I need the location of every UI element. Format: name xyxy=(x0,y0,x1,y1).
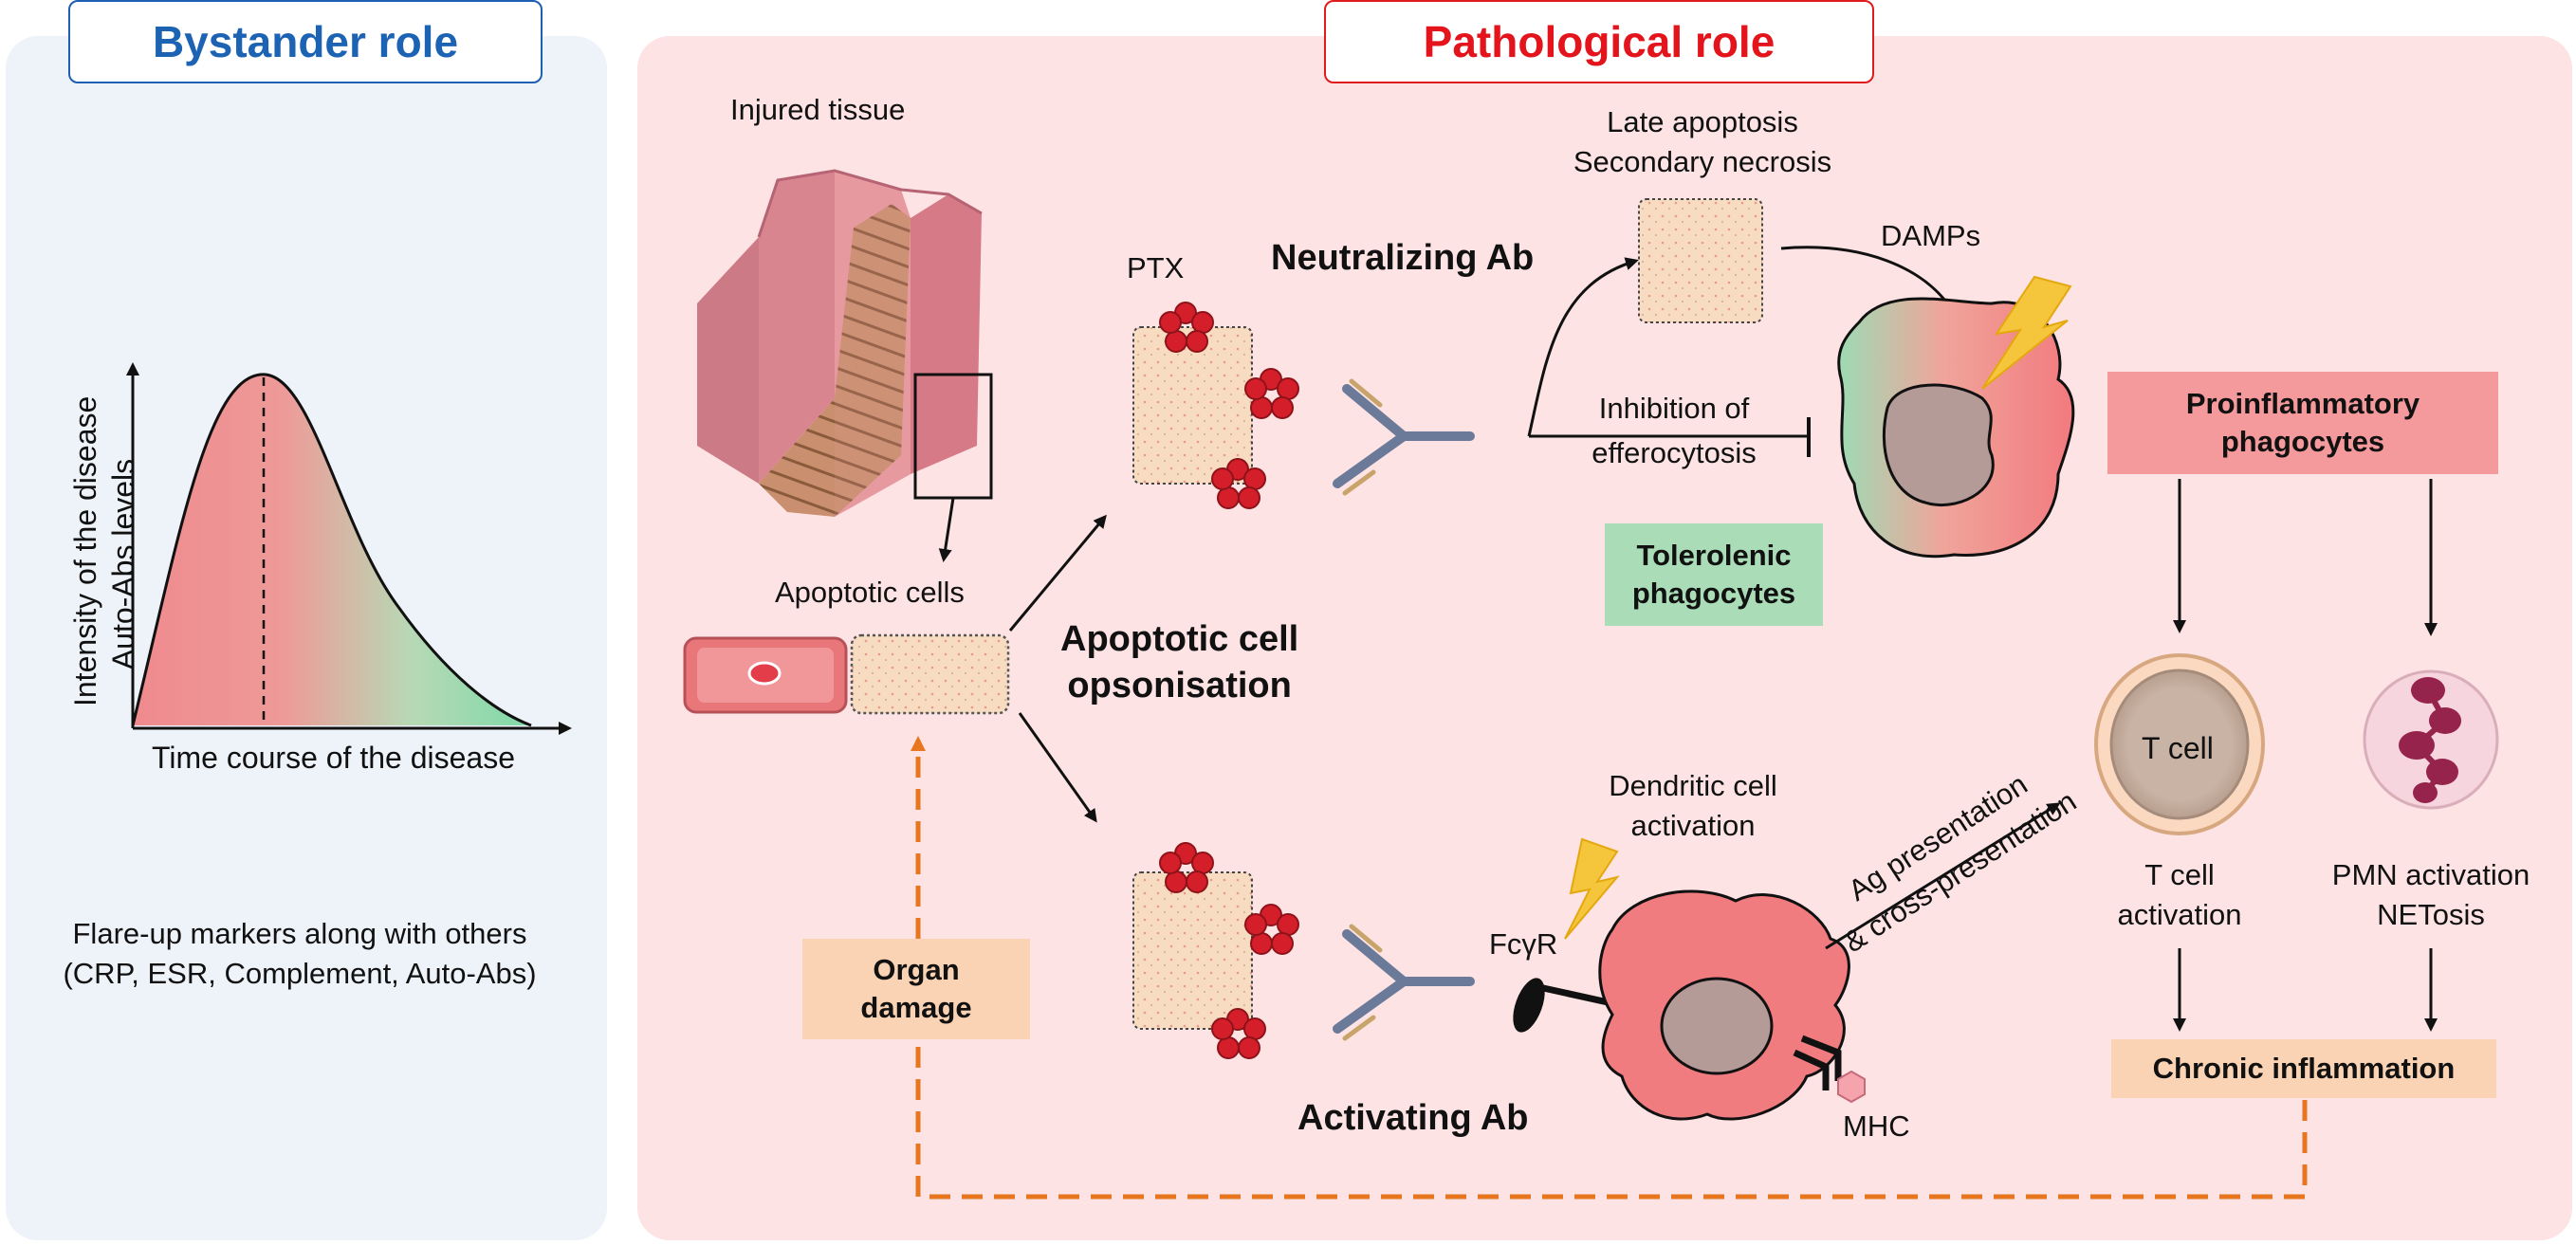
injured-tissue-icon xyxy=(697,169,993,517)
pmn-line2: NETosis xyxy=(2377,897,2485,931)
dendritic-line2: activation xyxy=(1630,808,1756,842)
secondary-necrosis-line: Secondary necrosis xyxy=(1573,144,1832,178)
inhibition-line1: Inhibition of xyxy=(1598,392,1750,425)
y-axis-label-line2: Auto-Abs levels xyxy=(106,458,140,670)
opsonisation-line1: Apoptotic cell xyxy=(1060,619,1299,659)
t-cell-activation-line1: T cell xyxy=(2144,858,2215,891)
tolerolenic-line2: phagocytes xyxy=(1631,577,1796,610)
chronic-inflammation-box: Chronic inflammation xyxy=(2111,1039,2496,1098)
t-cell-label: T cell xyxy=(2142,731,2214,765)
late-apoptosis-cell-icon xyxy=(1638,198,1763,323)
bystander-role-header: Bystander role xyxy=(68,0,543,83)
activating-ab-label: Activating Ab xyxy=(1297,1098,1529,1138)
lightning-icon xyxy=(1981,275,2072,390)
dendritic-cell-icon xyxy=(1598,889,1850,1121)
apoptotic-opsonisation-label: Apoptotic cell opsonisation xyxy=(1060,616,1298,710)
ptx-opsonised-cell-upper xyxy=(1132,302,1299,509)
injured-tissue-label: Injured tissue xyxy=(730,93,906,126)
organ-line1: Organ xyxy=(873,952,960,986)
opsonisation-line2: opsonisation xyxy=(1067,666,1292,706)
pentraxin-icon xyxy=(1159,302,1299,509)
late-apoptosis-label: Late apoptosis Secondary necrosis xyxy=(1527,102,1878,182)
ptx-opsonised-cell-lower xyxy=(1132,842,1299,1059)
dendritic-activation-label: Dendritic cell activation xyxy=(1574,766,1812,846)
y-axis-label: Intensity of the disease Auto-Abs levels xyxy=(66,395,142,706)
mhc-label: MHC xyxy=(1843,1109,1910,1143)
t-cell-activation-line2: activation xyxy=(2117,897,2242,931)
flare-up-note-line2: (CRP, ESR, Complement, Auto-Abs) xyxy=(63,956,537,990)
proinflammatory-phagocytes-box: Proinflammatory phagocytes xyxy=(2107,372,2498,474)
mhc-icon xyxy=(1793,1035,1866,1104)
neutralizing-ab-label: Neutralizing Ab xyxy=(1271,238,1535,278)
pathological-role-header: Pathological role xyxy=(1324,0,1874,83)
antibody-icon xyxy=(1333,378,1475,496)
apoptotic-cells-label: Apoptotic cells xyxy=(775,576,965,609)
neutrophil-icon xyxy=(2363,669,2499,810)
inhibition-line2: efferocytosis xyxy=(1592,435,1757,469)
flare-up-note-line1: Flare-up markers along with others xyxy=(72,917,527,950)
y-axis-label-line1: Intensity of the disease xyxy=(68,395,102,706)
organ-damage-box: Organ damage xyxy=(802,939,1030,1039)
disease-course-chart xyxy=(126,362,572,735)
flare-up-note: Flare-up markers along with others (CRP,… xyxy=(44,914,556,994)
x-axis-label: Time course of the disease xyxy=(152,741,515,775)
antibody-lower-icon xyxy=(1333,924,1475,1041)
apoptotic-cell-icon xyxy=(683,633,1010,715)
tolerolenic-line1: Tolerolenic xyxy=(1636,538,1792,572)
inhibition-efferocytosis-label: Inhibition of efferocytosis xyxy=(1546,387,1802,475)
t-cell-icon xyxy=(2094,653,2265,835)
pmn-activation-label: PMN activation NETosis xyxy=(2314,855,2548,935)
organ-line2: damage xyxy=(860,991,972,1024)
lightning-icon-lower xyxy=(1564,837,1620,940)
proinflammatory-line1: Proinflammatory xyxy=(2185,386,2420,420)
t-cell-activation-label: T cell activation xyxy=(2092,855,2267,935)
pmn-line1: PMN activation xyxy=(2331,858,2530,891)
tolerogenic-phagocytes-box: Tolerolenic phagocytes xyxy=(1605,523,1823,626)
fcyr-label: FcγR xyxy=(1489,927,1558,961)
ptx-label: PTX xyxy=(1127,251,1185,284)
late-apoptosis-line: Late apoptosis xyxy=(1607,105,1798,138)
dendritic-line1: Dendritic cell xyxy=(1609,769,1777,802)
proinflammatory-line2: phagocytes xyxy=(2220,425,2385,458)
damps-label: DAMPs xyxy=(1881,219,1981,252)
